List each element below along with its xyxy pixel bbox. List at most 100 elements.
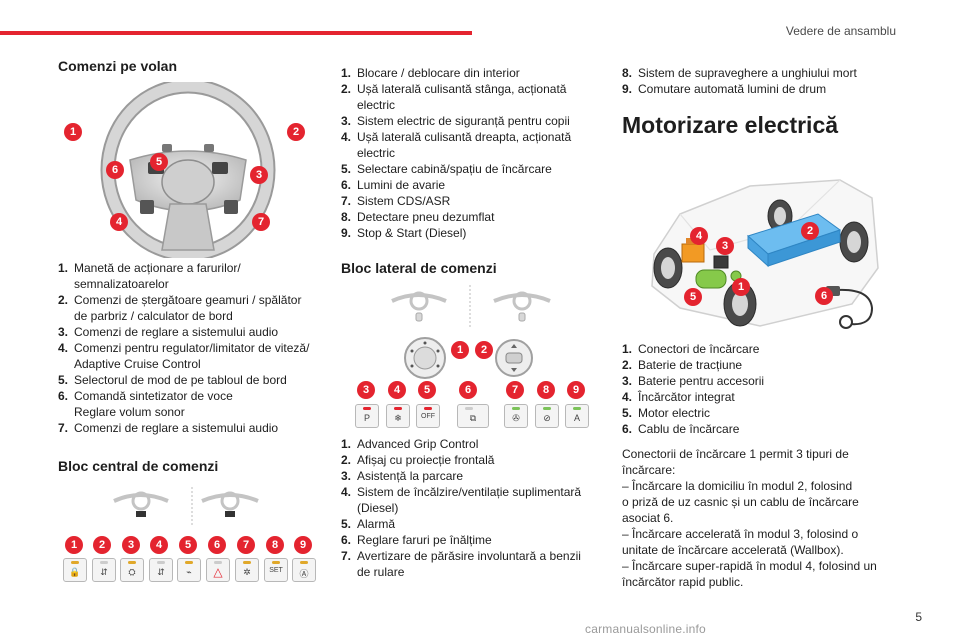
callout-badge: 3 bbox=[250, 166, 268, 184]
callout-badge: 8 bbox=[537, 381, 555, 399]
switch-led bbox=[300, 561, 308, 564]
electric-motorisation-title: Motorizare electrică bbox=[622, 112, 839, 138]
lateral-dashboard-illustration bbox=[391, 285, 551, 327]
list-item: 5.Alarmă bbox=[341, 517, 396, 531]
right-sliding-door-switch[interactable]: ⇵ bbox=[149, 558, 173, 582]
callout-badge: 4 bbox=[388, 381, 406, 399]
section-title: Vedere de ansamblu bbox=[785, 24, 896, 38]
central-controls-title: Bloc central de comenzi bbox=[58, 458, 219, 474]
switch-led bbox=[363, 407, 371, 410]
paragraph-line: o priză de uz casnic și un cablu de încă… bbox=[622, 495, 859, 509]
list-item: 1.Advanced Grip Control bbox=[341, 437, 479, 451]
auto-high-beam-switch[interactable]: A bbox=[565, 404, 589, 428]
switch-led bbox=[71, 561, 79, 564]
callout-badge: 5 bbox=[179, 536, 197, 554]
paragraph-line: asociat 6. bbox=[622, 511, 674, 525]
list-item: 2.Baterie de tracțiune bbox=[622, 358, 743, 372]
cds-asr-switch[interactable]: ✲ bbox=[235, 558, 259, 582]
switch-led bbox=[185, 561, 193, 564]
lock-switch[interactable]: 🔒 bbox=[63, 558, 87, 582]
hazard-switch[interactable]: △ bbox=[206, 558, 230, 582]
switch-led bbox=[128, 561, 136, 564]
callout-badge: 4 bbox=[690, 227, 708, 245]
switch-led bbox=[157, 561, 165, 564]
list-item: 5.Motor electric bbox=[622, 406, 711, 420]
alarm-switch[interactable]: OFF bbox=[416, 404, 440, 428]
paragraph-line: – Încărcare la domiciliu în modul 2, fol… bbox=[622, 479, 853, 493]
electric-van-illustration bbox=[651, 179, 879, 329]
list-item: 6.Lumini de avarie bbox=[341, 178, 446, 192]
central-dashboard-illustration bbox=[113, 487, 259, 527]
paragraph-line: unitate de încărcare accelerată (Wallbox… bbox=[622, 543, 844, 557]
callout-badge: 7 bbox=[506, 381, 524, 399]
cabin-icon: ⌁ bbox=[186, 567, 192, 577]
callout-badge: 2 bbox=[801, 222, 819, 240]
list-item: 7.Sistem CDS/ASR bbox=[341, 194, 451, 208]
park-assist-icon: P bbox=[363, 413, 370, 423]
list-item: 1.Blocare / deblocare din interior bbox=[341, 66, 520, 80]
paragraph-line: Conectorii de încărcare 1 permit 3 tipur… bbox=[622, 447, 849, 461]
lock-icon: 🔒 bbox=[69, 567, 81, 577]
switch-led bbox=[512, 407, 520, 410]
blind-spot-switch[interactable]: ⊘ bbox=[535, 404, 559, 428]
sliding-door-icon: ⇵ bbox=[100, 567, 108, 577]
paragraph-line: încărcător rapid public. bbox=[622, 575, 744, 589]
list-item: 4.Ușă laterală culisantă dreapta, acțion… bbox=[341, 130, 572, 160]
steering-controls-title: Comenzi pe volan bbox=[58, 58, 178, 74]
central-controls-list: 1.Blocare / deblocare din interior 2.Ușă… bbox=[341, 65, 601, 241]
paragraph-line: încărcare: bbox=[622, 463, 676, 477]
headlamp-levelling-wheel[interactable]: ⧉ bbox=[457, 404, 489, 428]
switch-led bbox=[214, 561, 222, 564]
list-item: 8.Sistem de supraveghere a unghiului mor… bbox=[622, 66, 857, 80]
callout-badge: 1 bbox=[64, 123, 82, 141]
electric-components-list: 1.Conectori de încărcare 2.Baterie de tr… bbox=[622, 341, 912, 437]
paragraph-line: – Încărcare super-rapidă în modul 4, fol… bbox=[622, 559, 877, 573]
list-item: 4.Sistem de încălzire/ventilație suplime… bbox=[341, 485, 582, 515]
callout-badge: 3 bbox=[716, 237, 734, 255]
list-item: 2.Comenzi de ștergătoare geamuri / spălă… bbox=[58, 293, 302, 323]
traction-icon: ✲ bbox=[243, 567, 251, 577]
switch-led bbox=[394, 407, 402, 410]
callout-badge: 5 bbox=[684, 288, 702, 306]
blind-spot-icon: ⊘ bbox=[543, 413, 551, 423]
list-item: 7.Avertizare de părăsire involuntară a b… bbox=[341, 549, 581, 579]
callout-badge: 1 bbox=[451, 341, 469, 359]
cabin-select-switch[interactable]: ⌁ bbox=[177, 558, 201, 582]
list-item: 4.Comenzi pentru regulator/limitator de … bbox=[58, 341, 310, 371]
callout-badge: 1 bbox=[732, 278, 750, 296]
list-item: 2.Afișaj cu proiecție frontală bbox=[341, 453, 495, 467]
callout-badge: 4 bbox=[150, 536, 168, 554]
heater-icon: ❄ bbox=[394, 413, 402, 423]
page-number: 5 bbox=[915, 610, 922, 624]
park-assist-switch[interactable]: P bbox=[355, 404, 379, 428]
list-item: 1.Manetă de acționare a farurilor/semnal… bbox=[58, 261, 241, 291]
headlamp-level-icon: ⧉ bbox=[469, 413, 477, 423]
tyre-pressure-switch[interactable]: SET bbox=[264, 558, 288, 582]
lane-departure-switch[interactable]: ✇ bbox=[504, 404, 528, 428]
callout-badge: 7 bbox=[252, 213, 270, 231]
list-item: 5.Selectorul de mod de pe tabloul de bor… bbox=[58, 373, 287, 387]
callout-badge: 6 bbox=[208, 536, 226, 554]
switch-led bbox=[543, 407, 551, 410]
callout-badge: 8 bbox=[266, 536, 284, 554]
switch-led bbox=[465, 407, 473, 410]
charging-description: Conectorii de încărcare 1 permit 3 tipur… bbox=[622, 446, 922, 590]
list-item: 5.Selectare cabină/spațiu de încărcare bbox=[341, 162, 552, 176]
paragraph-line: – Încărcare accelerată în modul 3, folos… bbox=[622, 527, 859, 541]
list-item: 2.Ușă laterală culisantă stânga, acționa… bbox=[341, 82, 567, 112]
left-sliding-door-switch[interactable]: ⇵ bbox=[92, 558, 116, 582]
callout-badge: 5 bbox=[418, 381, 436, 399]
hazard-icon: △ bbox=[213, 565, 223, 579]
callout-badge: 9 bbox=[294, 536, 312, 554]
list-item: 3.Sistem electric de siguranță pentru co… bbox=[341, 114, 570, 128]
stop-start-switch[interactable]: Ⓐ bbox=[292, 558, 316, 582]
child-lock-switch[interactable]: ⛭ bbox=[120, 558, 144, 582]
callout-badge: 9 bbox=[567, 381, 585, 399]
lane-departure-icon: ✇ bbox=[512, 413, 520, 423]
auto-high-beam-icon: A bbox=[573, 413, 580, 423]
callout-badge: 7 bbox=[237, 536, 255, 554]
callout-badge: 3 bbox=[357, 381, 375, 399]
aux-heater-switch[interactable]: ❄ bbox=[386, 404, 410, 428]
list-item: 9.Stop & Start (Diesel) bbox=[341, 226, 467, 240]
